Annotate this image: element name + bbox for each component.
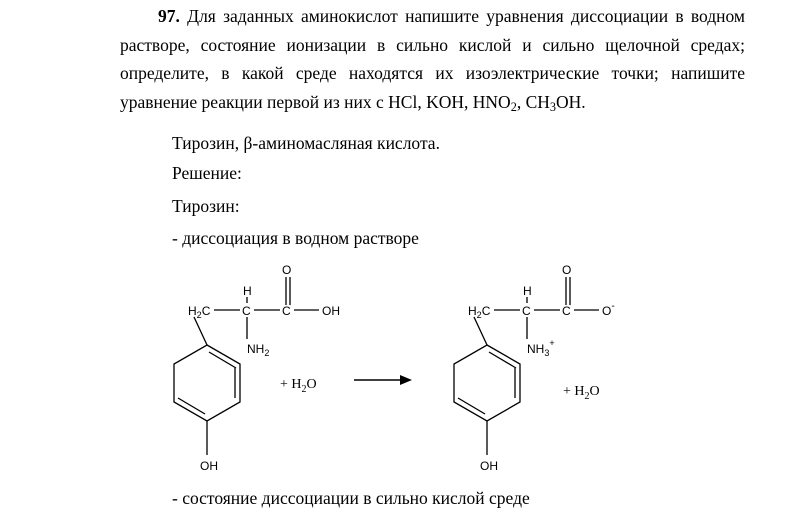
subscript: 2 xyxy=(510,99,517,114)
task-statement: 97. Для заданных аминокислот напишите ур… xyxy=(120,2,745,116)
atom-label: C xyxy=(282,304,291,318)
plus-water-left: + H2O xyxy=(280,377,317,395)
tyrosine-heading: Тирозин: xyxy=(172,196,240,216)
task-text: , CH xyxy=(516,91,550,112)
atom-label: OH xyxy=(322,304,340,318)
reaction-scheme: O H2C H C C OH NH2 OH + H2O O H2C H C C … xyxy=(173,263,615,473)
right-structure-bonds xyxy=(453,277,599,455)
atom-label: O xyxy=(562,263,571,277)
solution-heading: Решение: xyxy=(172,163,242,183)
atom-label: OH xyxy=(200,459,218,473)
atom-label: O xyxy=(282,263,291,277)
ch2-label: H2C xyxy=(468,304,491,320)
task-number: 97. xyxy=(158,6,180,26)
acidic-heading: - состояние диссоциации в сильно кислой … xyxy=(172,488,530,508)
atom-label: C xyxy=(522,304,531,318)
atom-label: C xyxy=(242,304,251,318)
nh3-label: NH3+ xyxy=(527,338,555,358)
compounds-line: Тирозин, β-аминомасляная кислота. xyxy=(172,133,440,153)
o-minus-label: O- xyxy=(602,301,615,318)
right-structure-labels: O H2C H C C O- NH3+ OH xyxy=(468,263,615,473)
task-text: Для заданных аминокислот напишите уравне… xyxy=(120,6,746,112)
dissociation-heading: - диссоциация в водном растворе xyxy=(172,228,419,248)
left-structure-bonds xyxy=(173,277,319,455)
reaction-arrow xyxy=(354,375,412,385)
task-text: OH. xyxy=(556,91,586,112)
ch2-label: H2C xyxy=(188,304,211,320)
atom-label: C xyxy=(562,304,571,318)
left-structure-labels: O H2C H C C OH NH2 OH xyxy=(188,263,340,473)
nh2-label: NH2 xyxy=(247,342,269,358)
atom-label: OH xyxy=(480,459,498,473)
plus-water-right: + H2O xyxy=(563,384,600,402)
subscript: 3 xyxy=(549,99,556,114)
atom-label: H xyxy=(243,284,252,298)
atom-label: H xyxy=(523,284,532,298)
